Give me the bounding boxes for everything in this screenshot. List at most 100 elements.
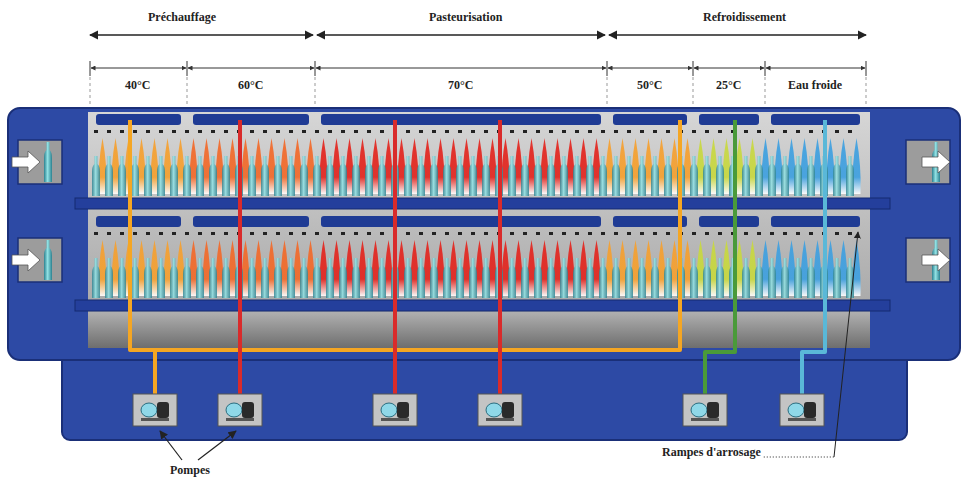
bottle [183, 156, 191, 196]
pump-housing [373, 394, 417, 426]
zone-tick [315, 61, 316, 76]
section-arrow [317, 34, 605, 35]
flow-arrow [922, 151, 950, 173]
nozzle [614, 232, 618, 235]
bottle [742, 156, 750, 196]
nozzle [107, 130, 111, 133]
zone-arrow [188, 68, 314, 69]
zone-divider [187, 77, 188, 108]
nozzle [146, 130, 150, 133]
nozzle [848, 130, 852, 133]
bottle [300, 258, 308, 298]
bottle [313, 258, 321, 298]
callout-label: Pompes [170, 463, 210, 477]
nozzle [692, 130, 696, 133]
spray-ramp [771, 216, 860, 227]
nozzle [276, 232, 280, 235]
pump-motor [242, 402, 254, 418]
bottle [573, 156, 581, 196]
nozzle [406, 130, 410, 133]
pump-base [381, 418, 409, 421]
bottle [833, 156, 841, 196]
bottle [131, 156, 139, 196]
bottle [287, 258, 295, 298]
bottle [326, 258, 334, 298]
nozzle [523, 130, 527, 133]
nozzle [263, 130, 267, 133]
zone-arrow [316, 68, 606, 69]
nozzle [575, 232, 579, 235]
nozzle [107, 232, 111, 235]
nozzle [328, 232, 332, 235]
nozzle [718, 232, 722, 235]
flow-arrow [12, 151, 40, 173]
spray-ramp [613, 114, 687, 125]
nozzle [549, 130, 553, 133]
spray-ramp [321, 114, 601, 125]
opening [906, 238, 950, 282]
pump-motor [804, 402, 816, 418]
zone-divider [765, 77, 766, 108]
bottle [547, 258, 555, 298]
pump-motor [707, 402, 719, 418]
nozzle [705, 232, 709, 235]
bottle [196, 258, 204, 298]
bottle [44, 240, 52, 280]
bottle [222, 258, 230, 298]
nozzle [640, 232, 644, 235]
nozzle [341, 130, 345, 133]
callout-label: Rampes d'arrosage [662, 445, 761, 459]
bottle [807, 156, 815, 196]
nozzle [484, 232, 488, 235]
bottle [456, 258, 464, 298]
bottle [365, 258, 373, 298]
bottle [443, 156, 451, 196]
bottle [599, 156, 607, 196]
bottle [716, 156, 724, 196]
bottle [612, 258, 620, 298]
bottle [274, 258, 282, 298]
nozzle [432, 232, 436, 235]
bottle [170, 258, 178, 298]
bottle [794, 258, 802, 298]
nozzle [458, 130, 462, 133]
nozzle [510, 130, 514, 133]
pump-housing [683, 394, 727, 426]
nozzle [276, 130, 280, 133]
zone-temperature: 60°C [238, 78, 263, 92]
bottle [430, 156, 438, 196]
bottle [365, 156, 373, 196]
nozzle [471, 130, 475, 133]
pipe [498, 120, 502, 396]
pump-housing [478, 394, 522, 426]
zone-tick [866, 61, 867, 76]
nozzle [627, 232, 631, 235]
bottle [768, 258, 776, 298]
nozzle [159, 130, 163, 133]
nozzle [601, 232, 605, 235]
nozzle [653, 232, 657, 235]
section-title: Pasteurisation [429, 10, 502, 24]
nozzle [198, 130, 202, 133]
main-housing [8, 108, 960, 360]
nozzle [367, 130, 371, 133]
bottle [638, 156, 646, 196]
nozzle [471, 232, 475, 235]
nozzle [224, 232, 228, 235]
pump-motor [502, 402, 514, 418]
spray-ramp [699, 216, 759, 227]
pipe [130, 120, 680, 350]
nozzle [120, 130, 124, 133]
nozzle [809, 232, 813, 235]
bottle [209, 258, 217, 298]
nozzle [302, 232, 306, 235]
bottle [690, 156, 698, 196]
nozzle [341, 232, 345, 235]
bottle [313, 156, 321, 196]
nozzle [835, 130, 839, 133]
bottle [508, 156, 516, 196]
section-arrow [90, 34, 313, 35]
bottle [430, 258, 438, 298]
